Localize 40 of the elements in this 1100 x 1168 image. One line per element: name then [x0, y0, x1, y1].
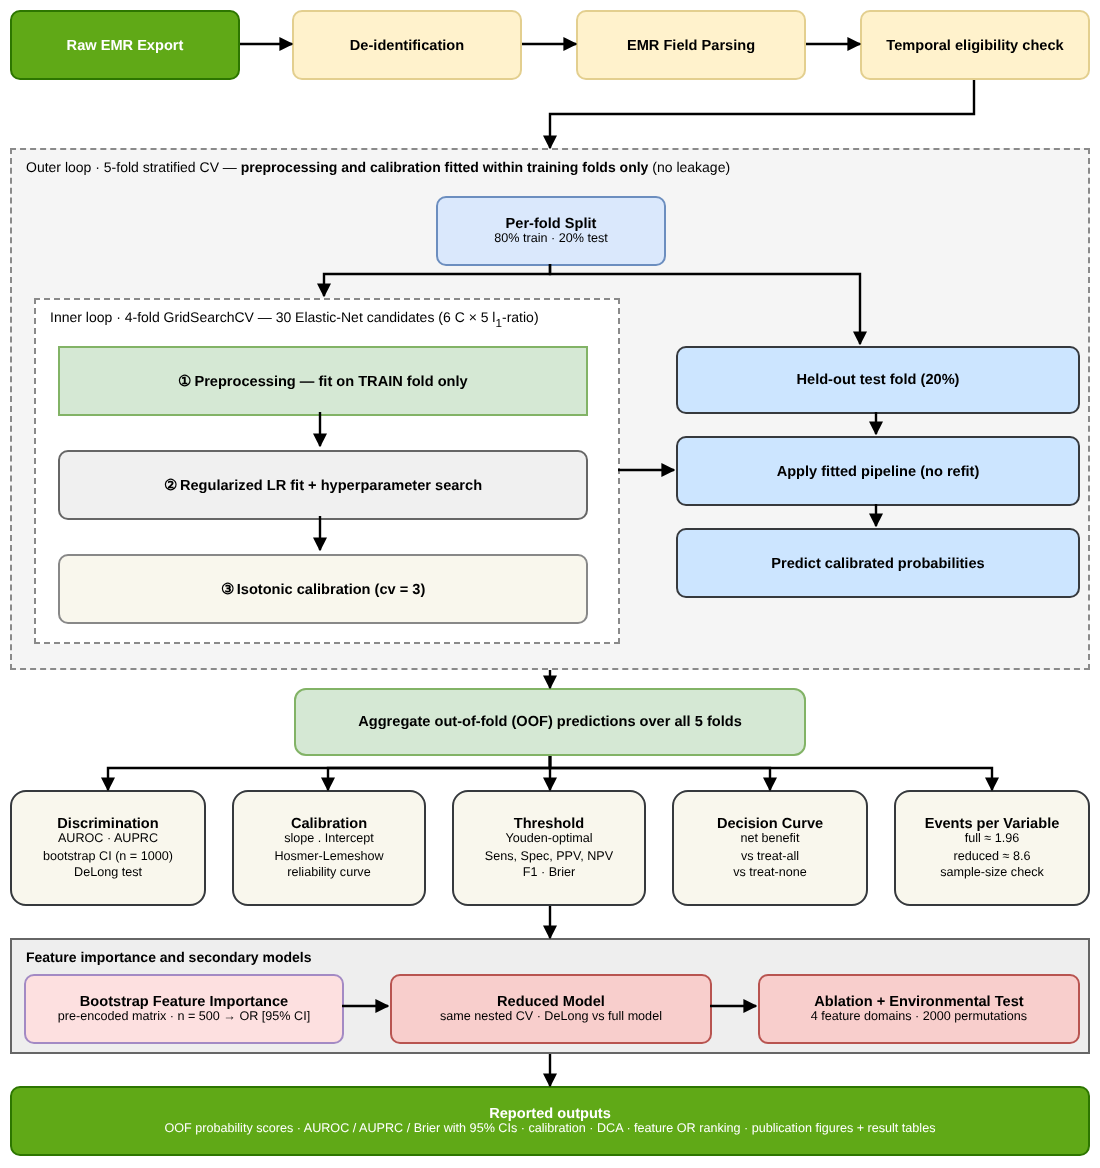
arrow — [710, 999, 758, 1013]
process-box — [860, 10, 1090, 80]
arrow — [543, 1054, 557, 1088]
process-box — [576, 10, 806, 80]
process-box — [58, 450, 588, 520]
process-box — [436, 196, 666, 266]
metric-card — [10, 790, 206, 906]
process-box — [24, 974, 344, 1044]
process-box — [676, 528, 1080, 598]
metric-card — [232, 790, 426, 906]
arrow — [618, 463, 676, 477]
arrow — [543, 670, 557, 690]
arrow — [806, 37, 862, 51]
process-box — [758, 974, 1080, 1044]
arrow — [342, 999, 390, 1013]
process-box — [58, 554, 588, 624]
process-box — [294, 688, 806, 756]
metric-card — [894, 790, 1090, 906]
process-box — [58, 346, 588, 416]
start-box — [10, 10, 240, 80]
arrow — [869, 412, 883, 436]
feature-importance-panel — [10, 938, 1090, 1054]
outer-loop-container — [10, 148, 1090, 670]
process-box — [292, 10, 522, 80]
arrow — [543, 906, 557, 940]
arrow — [240, 37, 294, 51]
arrow — [543, 80, 976, 150]
metric-card — [452, 790, 646, 906]
arrow — [548, 756, 999, 792]
arrow — [313, 516, 327, 552]
arrow — [313, 412, 327, 448]
process-box — [390, 974, 712, 1044]
arrow — [522, 37, 578, 51]
inner-loop-container — [34, 298, 620, 644]
process-box — [676, 346, 1080, 414]
process-box — [676, 436, 1080, 506]
start-box — [10, 1086, 1090, 1156]
arrow — [869, 504, 883, 528]
metric-card — [672, 790, 868, 906]
arrow — [548, 264, 867, 346]
